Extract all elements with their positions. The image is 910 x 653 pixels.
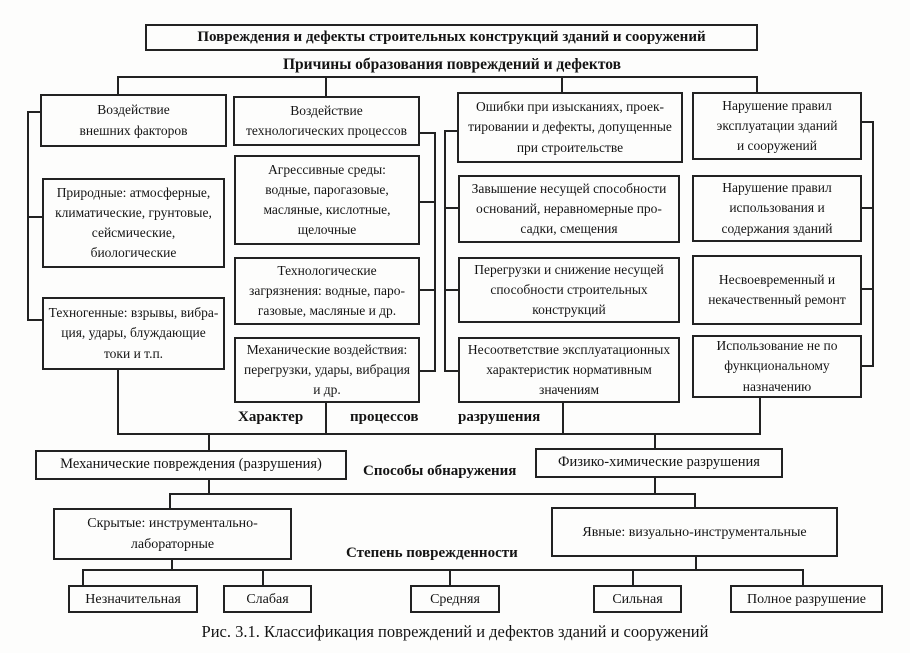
- cause-item-box: Несоответствие эксплуатационных характер…: [458, 337, 680, 403]
- figure-caption: Рис. 3.1. Классификация повреждений и де…: [201, 622, 709, 641]
- connector-line: [444, 289, 458, 291]
- connector-line: [325, 76, 327, 97]
- connector-line: [171, 559, 173, 571]
- cause-item-box: Использование не по функциональному назн…: [692, 335, 862, 398]
- connector-line: [632, 569, 634, 586]
- connector-line: [759, 396, 761, 435]
- connector-line: [419, 132, 436, 134]
- character-section-label-part: Характер: [238, 409, 304, 425]
- connector-line: [872, 121, 874, 367]
- connector-line: [169, 493, 696, 495]
- cause-item-box: Перегрузки и снижение несущей способност…: [458, 257, 680, 323]
- cause-item-box: Механические воздействия: перегрузки, уд…: [234, 337, 420, 403]
- degree-section-label: Степень поврежденности: [346, 545, 518, 561]
- connector-line: [27, 216, 42, 218]
- cause-group-header-box: Ошибки при изысканиях, проек- тировании …: [457, 92, 683, 163]
- damage-type-box: Физико-химические разрушения: [535, 448, 783, 478]
- causes-section-label: Причины образования повреждений и дефект…: [283, 56, 621, 73]
- character-section-label-part: процессов: [350, 409, 419, 425]
- connector-line: [27, 319, 42, 321]
- connector-line: [419, 370, 434, 372]
- connector-line: [117, 368, 119, 435]
- connector-line: [860, 207, 874, 209]
- cause-item-box: Техногенные: взрывы, вибра- ция, удары, …: [42, 297, 225, 370]
- cause-group-header-box: Воздействие технологических процессов: [233, 96, 420, 146]
- connector-line: [117, 76, 758, 78]
- connector-line: [434, 132, 436, 372]
- connector-line: [860, 121, 874, 123]
- connector-line: [117, 76, 119, 95]
- cause-group-header-box: Нарушение правил эксплуатации зданий и с…: [692, 92, 862, 160]
- detection-section-label: Способы обнаружения: [363, 463, 517, 479]
- cause-item-box: Нарушение правил использования и содержа…: [692, 175, 862, 242]
- connector-line: [756, 76, 758, 93]
- connector-line: [117, 433, 761, 435]
- cause-item-box: Несвоевременный и некачественный ремонт: [692, 255, 862, 325]
- connector-line: [444, 207, 458, 209]
- cause-item-box: Природные: атмосферные, климатические, г…: [42, 178, 225, 268]
- connector-line: [262, 569, 264, 586]
- connector-line: [695, 556, 697, 571]
- connector-line: [449, 569, 451, 586]
- connector-line: [694, 493, 696, 508]
- character-section-label-part: разрушения: [458, 409, 541, 425]
- connector-line: [27, 111, 40, 113]
- damage-type-box: Механические повреждения (разрушения): [35, 450, 347, 480]
- connector-line: [444, 370, 458, 372]
- damage-degree-box: Сильная: [593, 585, 682, 613]
- cause-item-box: Технологические загрязнения: водные, пар…: [234, 257, 420, 325]
- detection-method-box: Явные: визуально-инструментальные: [551, 507, 838, 557]
- connector-line: [562, 401, 564, 435]
- connector-line: [169, 493, 171, 509]
- connector-line: [654, 433, 656, 449]
- cause-item-box: Завышение несущей способности оснований,…: [458, 175, 680, 243]
- connector-line: [561, 76, 563, 93]
- connector-line: [325, 401, 327, 435]
- connector-line: [82, 569, 84, 586]
- cause-item-box: Агрессивные среды: водные, парогазовые, …: [234, 155, 420, 245]
- connector-line: [860, 288, 874, 290]
- cause-group-header-box: Воздействие внешних факторов: [40, 94, 227, 147]
- detection-method-box: Скрытые: инструментально- лабораторные: [53, 508, 292, 560]
- damage-degree-box: Слабая: [223, 585, 312, 613]
- connector-line: [82, 569, 803, 571]
- damage-degree-box: Средняя: [410, 585, 500, 613]
- connector-line: [419, 201, 434, 203]
- connector-line: [654, 477, 656, 495]
- damage-degree-box: Незначительная: [68, 585, 198, 613]
- connector-line: [208, 433, 210, 451]
- connector-line: [444, 130, 458, 132]
- connector-line: [444, 130, 446, 372]
- damage-degree-box: Полное разрушение: [730, 585, 883, 613]
- connector-line: [208, 479, 210, 495]
- diagram-title-box: Повреждения и дефекты строительных конст…: [145, 24, 758, 51]
- connector-line: [802, 569, 804, 586]
- connector-line: [860, 365, 874, 367]
- connector-line: [419, 289, 434, 291]
